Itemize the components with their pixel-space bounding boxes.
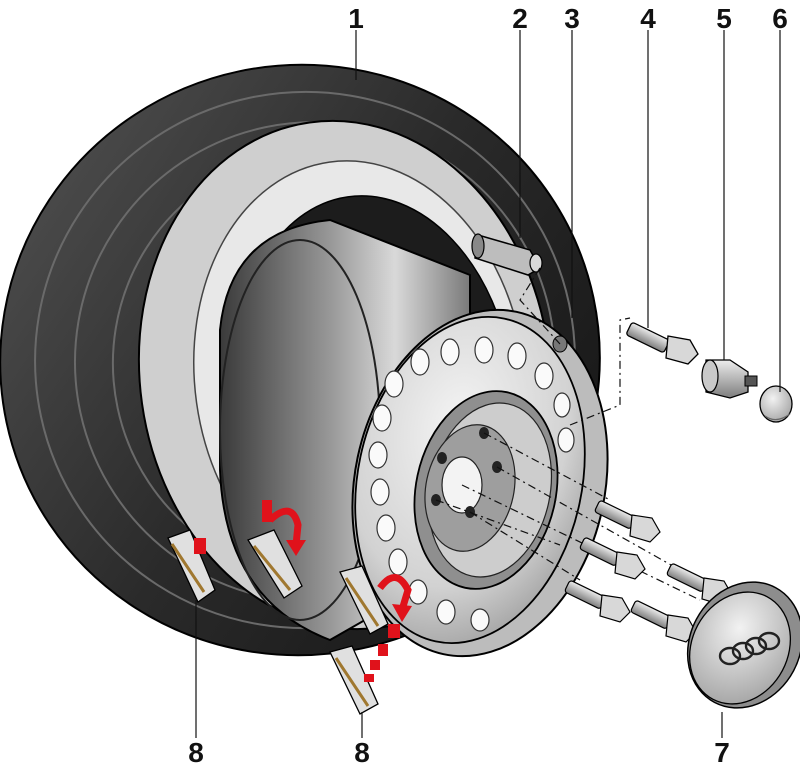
centre-lines — [435, 267, 701, 601]
callout-7: 7 — [714, 737, 730, 768]
callout-1: 1 — [348, 3, 364, 34]
callout-8-left: 8 — [188, 737, 204, 768]
arrow-icon — [262, 500, 306, 556]
wheel-bolt — [630, 600, 697, 643]
bolt-cap — [759, 385, 793, 423]
wheel-bolt-part-4 — [626, 322, 699, 365]
balance-weights — [167, 529, 389, 715]
wheel-bolt — [579, 537, 646, 580]
callout-labels: 1 2 3 4 5 6 7 8 8 — [188, 3, 788, 768]
leader-lines — [195, 30, 781, 738]
balance-weight — [167, 529, 216, 603]
callout-6: 6 — [772, 3, 788, 34]
hub-cap — [686, 581, 800, 709]
tire-valve — [471, 233, 543, 276]
four-rings-logo — [718, 631, 781, 666]
callout-5: 5 — [716, 3, 732, 34]
wheel-disc — [351, 308, 609, 658]
wheel-bolt — [666, 563, 733, 606]
arrow-icon — [377, 574, 412, 622]
wheel-bolt — [564, 580, 631, 623]
balance-weight — [247, 529, 303, 599]
callout-4: 4 — [640, 3, 656, 34]
locking-bolt-adapter — [701, 359, 758, 399]
balance-weight — [329, 645, 379, 715]
red-arrows — [194, 500, 412, 682]
dashed-marker — [194, 538, 400, 682]
vent-holes — [368, 336, 575, 632]
wheel-bolt — [594, 500, 661, 543]
callout-2: 2 — [512, 3, 528, 34]
callout-3: 3 — [564, 3, 580, 34]
wheel-bolts-set — [564, 500, 733, 643]
callout-8-right: 8 — [354, 737, 370, 768]
